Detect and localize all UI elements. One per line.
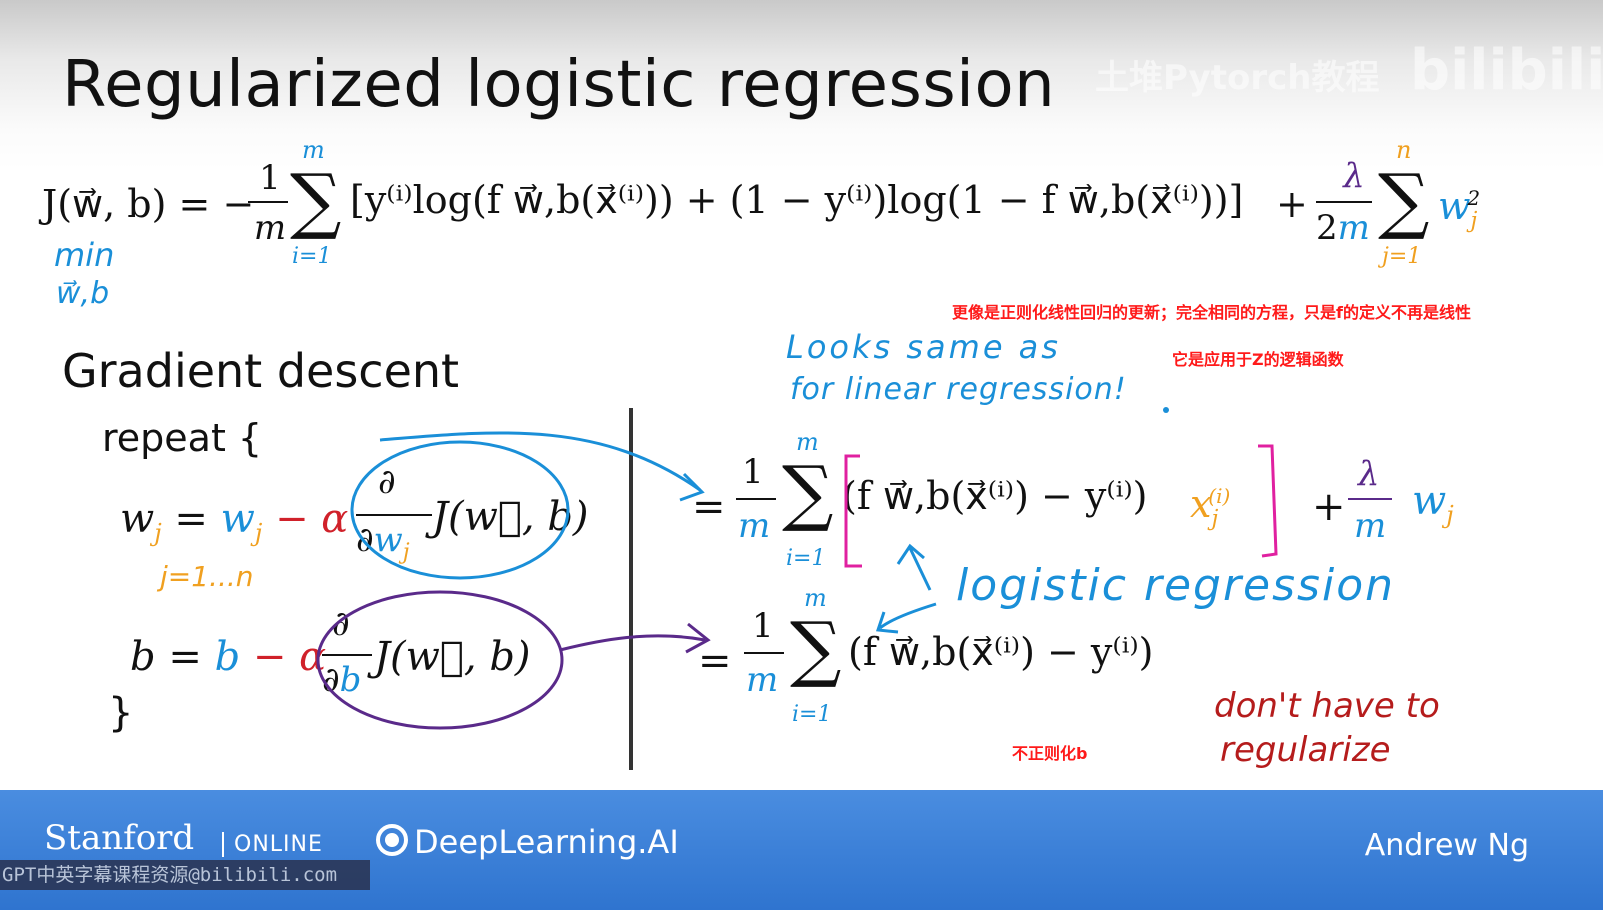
cost-sum-bottom: i=1 bbox=[292, 244, 332, 269]
gradient-heading: Gradient descent bbox=[62, 344, 460, 398]
w-derivative-circle bbox=[350, 440, 570, 580]
db-sum-bottom: i=1 bbox=[792, 702, 832, 727]
w-update: wj = wj − α bbox=[120, 496, 349, 547]
author-name: Andrew Ng bbox=[1364, 828, 1529, 863]
exclamation-dot bbox=[1163, 407, 1169, 413]
dw-equals: = bbox=[692, 484, 726, 530]
b-cost-J: J(w⃗, b) bbox=[374, 634, 531, 680]
db-frac-line bbox=[744, 652, 784, 654]
cost-plus: + bbox=[1276, 182, 1308, 226]
min-subscript: w⃗,b bbox=[56, 276, 110, 311]
stanford-logo: Stanford bbox=[44, 818, 195, 858]
handwriting-j-range: j=1...n bbox=[160, 560, 254, 593]
cost-reg-den: 2m bbox=[1316, 208, 1370, 248]
handwriting-logistic-regression: logistic regression bbox=[956, 560, 1396, 611]
watermark-text: 土堆Pytorch教程 bbox=[1095, 58, 1380, 98]
credit-watermark: GPT中英字幕课程资源@bilibili.com bbox=[0, 860, 370, 890]
cost-frac-line bbox=[248, 201, 288, 203]
pink-bracket-right bbox=[1258, 444, 1278, 558]
deeplearning-icon bbox=[376, 824, 408, 856]
dw-frac-line bbox=[736, 498, 776, 500]
slide-background bbox=[0, 0, 1603, 810]
w-arrow bbox=[379, 431, 701, 492]
cost-lhs: J(w⃗, b) = − bbox=[42, 182, 255, 226]
cost-frac-den: m bbox=[253, 208, 287, 248]
db-sum-top: m bbox=[804, 584, 827, 612]
b-partial-den: ∂b bbox=[322, 660, 362, 700]
slide-title: Regularized logistic regression bbox=[62, 48, 1056, 122]
dw-sum-symbol: ∑ bbox=[782, 450, 834, 534]
cost-reg-num: λ bbox=[1343, 156, 1365, 196]
dw-x-term: xj(i) bbox=[1190, 482, 1231, 532]
handwriting-linear-regression: for linear regression! bbox=[790, 372, 1127, 407]
b-arrowhead bbox=[685, 622, 711, 654]
db-frac-den: m bbox=[746, 660, 779, 700]
note-no-regularize-b: 不正则化b bbox=[1012, 744, 1088, 763]
dw-frac-num: 1 bbox=[742, 452, 764, 492]
cost-body: [y⁽ⁱ⁾log(f w⃗,b(x⃗⁽ⁱ⁾)) + (1 − y⁽ⁱ⁾)log(… bbox=[350, 178, 1244, 222]
b-derivative-circle bbox=[316, 590, 564, 730]
b-partial-line bbox=[322, 654, 372, 656]
w-partial-line bbox=[356, 514, 432, 516]
handwriting-dont-have-to: don't have to bbox=[1214, 686, 1440, 726]
db-sum-symbol: ∑ bbox=[790, 606, 842, 690]
db-frac-num: 1 bbox=[752, 606, 774, 646]
bilibili-logo: bilibili bbox=[1410, 38, 1603, 103]
min-label: min bbox=[54, 236, 115, 274]
b-arrow bbox=[559, 634, 706, 652]
repeat-close: } bbox=[108, 690, 134, 736]
logistic-arrow-down bbox=[875, 602, 937, 634]
online-label: ONLINE bbox=[222, 832, 323, 857]
handwriting-looks-same: Looks same as bbox=[786, 328, 1061, 366]
b-partial-num: ∂ bbox=[332, 604, 350, 644]
w-arrowhead bbox=[679, 472, 705, 502]
dw-reg-line bbox=[1348, 498, 1392, 500]
sum-symbol: ∑ bbox=[290, 158, 342, 242]
cost-reg-line bbox=[1316, 201, 1372, 203]
deeplearning-logo: DeepLearning.AI bbox=[414, 823, 679, 861]
w-partial-num: ∂ bbox=[378, 462, 396, 502]
dw-body: (f w⃗,b(x⃗⁽ⁱ⁾) − y⁽ⁱ⁾) bbox=[842, 474, 1148, 518]
dw-reg-num: λ bbox=[1358, 454, 1380, 494]
b-update: b = b − α bbox=[130, 634, 327, 680]
dw-reg-plus: + bbox=[1312, 484, 1346, 530]
note-logistic-function: 它是应用于Z的逻辑函数 bbox=[1172, 350, 1344, 369]
dw-sum-top: m bbox=[796, 428, 819, 456]
note-regularized-linear: 更像是正则化线性回归的更新；完全相同的方程，只是f的定义不再是线性 bbox=[952, 303, 1471, 322]
db-equals: = bbox=[698, 638, 732, 684]
dw-reg-den: m bbox=[1354, 506, 1387, 546]
handwriting-regularize: regularize bbox=[1220, 730, 1391, 770]
dw-reg-w: wj bbox=[1412, 478, 1454, 529]
logistic-arrow-up bbox=[896, 543, 932, 591]
footer-bar: Stanford ONLINE DeepLearning.AI Andrew N… bbox=[0, 790, 1603, 910]
dw-sum-bottom: i=1 bbox=[786, 546, 826, 571]
cost-frac-num: 1 bbox=[259, 158, 281, 198]
cost-sum-top: m bbox=[302, 136, 325, 164]
cost-reg-sum-bottom: j=1 bbox=[1382, 244, 1422, 269]
dw-frac-den: m bbox=[738, 506, 771, 546]
cost-reg-sum-top: n bbox=[1396, 136, 1412, 164]
db-body: (f w⃗,b(x⃗⁽ⁱ⁾) − y⁽ⁱ⁾) bbox=[848, 630, 1154, 674]
pink-bracket-left bbox=[844, 454, 862, 568]
vertical-divider bbox=[629, 408, 633, 770]
cost-reg-term: wj2 bbox=[1438, 184, 1481, 234]
repeat-label: repeat { bbox=[102, 416, 263, 460]
reg-sum-symbol: ∑ bbox=[1378, 158, 1430, 242]
